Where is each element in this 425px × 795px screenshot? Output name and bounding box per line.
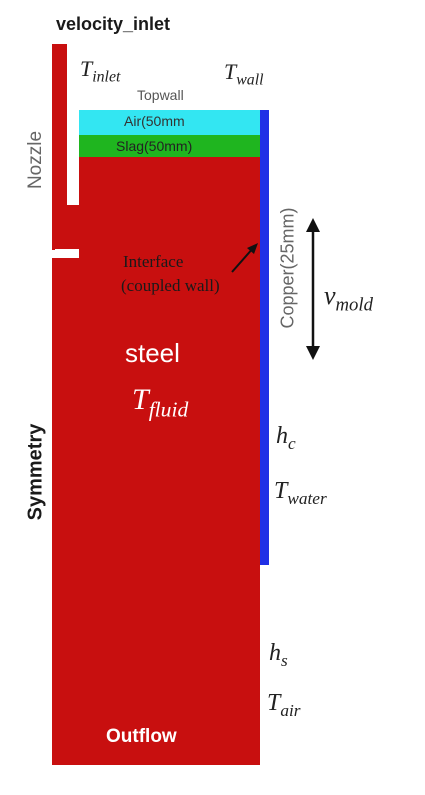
nozzle-outer-wall: [52, 44, 67, 250]
t-inlet-symbol: Tinlet: [80, 56, 121, 86]
v-mold-symbol: vmold: [324, 281, 373, 316]
copper-label: Copper(25mm): [277, 207, 298, 329]
t-fluid-symbol: Tfluid: [132, 383, 189, 422]
vmold-arrow-head-down: [306, 346, 320, 360]
slag-layer-label: Slag(50mm): [116, 138, 193, 154]
velocity-inlet-label: velocity_inlet: [56, 14, 171, 34]
nozzle-label: Nozzle: [25, 130, 46, 190]
t-water-symbol: Twater: [274, 478, 327, 509]
t-air-symbol: Tair: [267, 690, 301, 721]
slag-layer: [79, 135, 260, 157]
interface-label-line2: (coupled wall): [121, 276, 220, 295]
nozzle-port-gap: [55, 249, 79, 256]
interface-label-line1: Interface: [123, 252, 184, 271]
copper-plate: [260, 110, 269, 565]
interface-arrow-line: [231, 246, 255, 273]
vmold-arrow-head-up: [306, 218, 320, 232]
steel-label: steel: [125, 338, 180, 368]
nozzle-inner-wall: [67, 205, 79, 250]
symmetry-label: Symmetry: [24, 423, 47, 521]
h-s-symbol: hs: [269, 640, 288, 671]
air-layer: [79, 110, 260, 135]
h-c-symbol: hc: [276, 423, 296, 454]
topwall-label: Topwall: [137, 87, 184, 103]
interface-arrow-head: [247, 243, 258, 254]
outflow-label: Outflow: [106, 726, 177, 747]
t-wall-symbol: Twall: [224, 59, 264, 89]
air-layer-label: Air(50mm: [124, 113, 185, 129]
steel-domain: [52, 157, 260, 765]
